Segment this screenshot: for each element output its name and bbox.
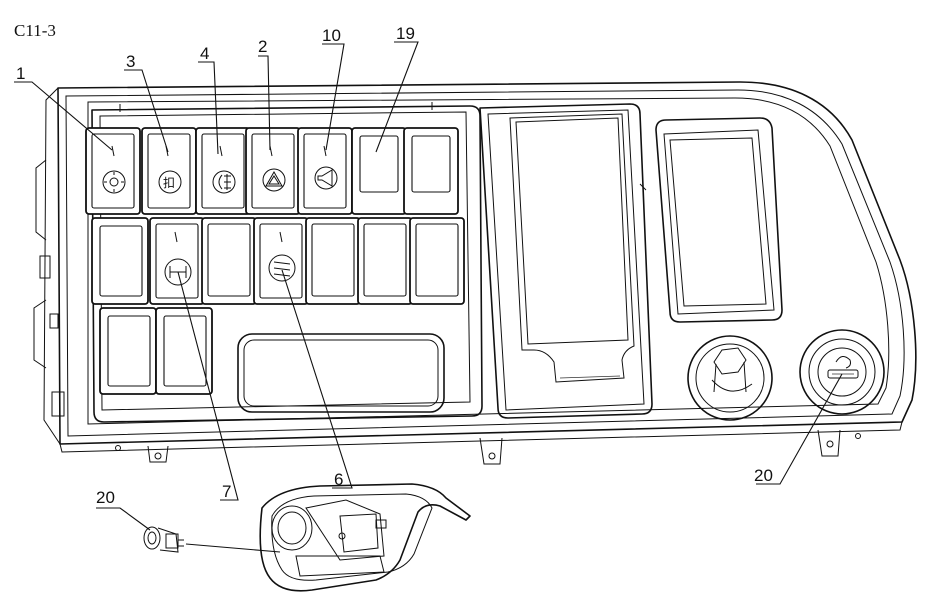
hazard-triangle-icon bbox=[262, 168, 286, 192]
switch-axle-lock[interactable] bbox=[149, 217, 205, 305]
callout-2: 2 bbox=[258, 37, 267, 56]
callout-4: 4 bbox=[200, 44, 209, 63]
bulb-connector bbox=[143, 526, 281, 553]
panel-body bbox=[33, 81, 917, 465]
switch-blank-r1-7[interactable] bbox=[403, 127, 459, 215]
switch-headlight-beam[interactable] bbox=[253, 217, 309, 305]
axle-lock-icon bbox=[164, 258, 192, 286]
callout-1: 1 bbox=[16, 64, 25, 83]
switch-rear-fog[interactable] bbox=[195, 127, 251, 215]
horn-icon bbox=[314, 166, 338, 190]
round-socket bbox=[687, 335, 773, 421]
switch-blank-r2-7[interactable] bbox=[409, 217, 465, 305]
switch-blank-r2-5[interactable] bbox=[305, 217, 361, 305]
switch-blank-r1-6[interactable] bbox=[351, 127, 407, 215]
right-display-recess bbox=[655, 117, 783, 323]
center-storage-slot bbox=[479, 103, 653, 419]
switch-row-3 bbox=[99, 307, 213, 395]
callout-20-bulb: 20 bbox=[96, 488, 115, 507]
callout-7: 7 bbox=[222, 482, 231, 501]
switch-row-1: 扣 bbox=[85, 127, 459, 215]
callout-labels: 1 3 4 2 10 19 7 6 20 20 bbox=[16, 24, 773, 507]
switch-blank-r2-3[interactable] bbox=[201, 217, 257, 305]
parking-brake-icon: 扣 bbox=[158, 170, 182, 194]
sun-light-icon bbox=[102, 170, 126, 194]
callout-19: 19 bbox=[396, 24, 415, 43]
switch-blank-r2-6[interactable] bbox=[357, 217, 413, 305]
figure-code: C11-3 bbox=[14, 21, 56, 40]
switch-horn[interactable] bbox=[297, 127, 353, 215]
switch-row-2 bbox=[91, 217, 465, 305]
cigar-lighter-socket bbox=[799, 329, 885, 415]
callout-10: 10 bbox=[322, 26, 341, 45]
switch-blank-r3-1[interactable] bbox=[99, 307, 157, 395]
headlight-beam-icon bbox=[268, 254, 296, 282]
callout-3: 3 bbox=[126, 52, 135, 71]
switch-sun-light[interactable] bbox=[85, 127, 141, 215]
lower-recess bbox=[237, 333, 445, 413]
switch-blank-r2-1[interactable] bbox=[91, 217, 149, 305]
svg-text:扣: 扣 bbox=[163, 176, 175, 190]
switch-blank-r3-2[interactable] bbox=[155, 307, 213, 395]
switch-parking-brake[interactable]: 扣 bbox=[141, 127, 197, 215]
rear-fog-icon bbox=[212, 170, 236, 194]
callout-leaders bbox=[14, 41, 843, 531]
callout-20-lighter: 20 bbox=[754, 466, 773, 485]
callout-6: 6 bbox=[334, 470, 343, 489]
lighter-bracket-assembly bbox=[259, 483, 471, 592]
switch-hazard[interactable] bbox=[245, 127, 301, 215]
